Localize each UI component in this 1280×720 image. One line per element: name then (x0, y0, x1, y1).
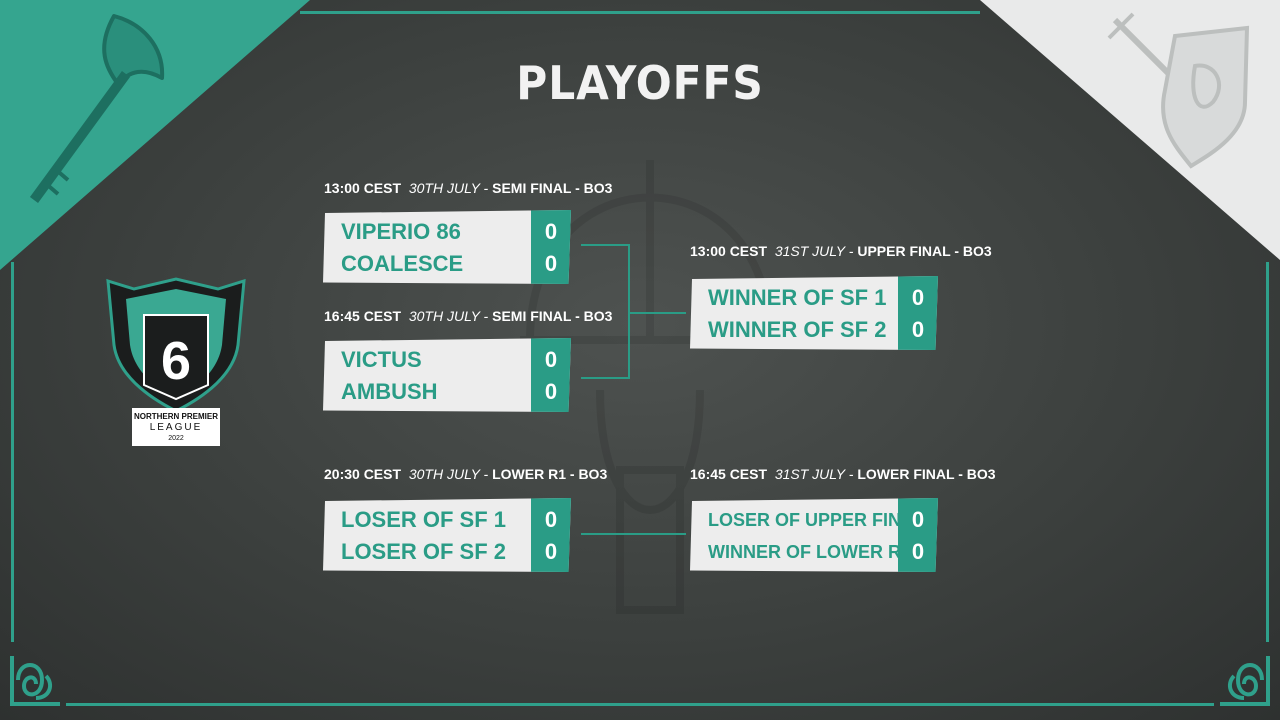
match-date: 31ST JULY (774, 466, 845, 482)
team-2-score: 0 (911, 539, 925, 564)
match-4-label: 20:30 CEST 30TH JULY - LOWER R1 - BO3 (324, 466, 608, 482)
league-name-line2: LEAGUE (149, 422, 203, 433)
match-5-label: 16:45 CEST 31ST JULY - LOWER FINAL - BO3 (690, 466, 996, 482)
match-stage: LOWER FINAL - BO3 (857, 466, 996, 482)
league-glyph: 6 (161, 331, 191, 391)
match-time: 20:30 CEST (324, 466, 402, 482)
league-shield-icon: 6 (106, 277, 246, 413)
team-2-score: 0 (544, 539, 558, 564)
team-1-name: VIPERIO 86 (341, 219, 461, 244)
bracket-line (581, 533, 686, 535)
axe-icon (29, 14, 165, 203)
frame-bottom-line (66, 703, 1214, 706)
bracket-line (581, 244, 629, 246)
match-stage: UPPER FINAL - BO3 (857, 243, 992, 259)
team-1-score: 0 (911, 285, 925, 310)
match-5-card[interactable]: LOSER OF UPPER FINAL WINNER OF LOWER R1 … (690, 498, 938, 572)
team-1-score: 0 (911, 507, 925, 532)
score-box: 0 0 (898, 276, 938, 350)
league-name-box: NORTHERN PREMIER LEAGUE 2022 (132, 408, 220, 446)
frame-top-line (300, 11, 980, 14)
score-box: 0 0 (898, 498, 938, 572)
match-stage: LOWER R1 - BO3 (492, 466, 608, 482)
page-title: PLAYOFFS (516, 56, 764, 110)
match-stage: SEMI FINAL - BO3 (492, 180, 613, 196)
league-logo: 6 NORTHERN PREMIER LEAGUE 2022 (104, 275, 248, 450)
team-2-name: LOSER OF SF 2 (341, 539, 507, 564)
match-1-label: 13:00 CEST 30TH JULY - SEMI FINAL - BO3 (324, 180, 613, 196)
match-4-card[interactable]: LOSER OF SF 1 LOSER OF SF 2 0 0 (323, 498, 571, 572)
match-date: 30TH JULY (408, 180, 480, 196)
team-2-name: AMBUSH (341, 379, 438, 404)
frame-left-line (11, 262, 14, 642)
match-time: 13:00 CEST (324, 180, 402, 196)
match-date: 31ST JULY (774, 243, 845, 259)
bracket-line (628, 244, 630, 379)
celtic-knot-bottom-right-icon (1220, 656, 1270, 706)
league-name-line1: NORTHERN PREMIER (133, 412, 218, 421)
team-1-name: VICTUS (341, 347, 422, 372)
match-1-card[interactable]: VIPERIO 86 COALESCE 0 0 (323, 210, 571, 284)
team-1-name: WINNER OF SF 1 (708, 285, 887, 310)
match-time: 16:45 CEST (324, 308, 402, 324)
team-2-score: 0 (911, 317, 925, 342)
match-time: 13:00 CEST (690, 243, 768, 259)
league-year: 2022 (168, 435, 184, 442)
match-date: 30TH JULY (408, 308, 480, 324)
celtic-knot-bottom-left-icon (10, 656, 60, 706)
match-stage: SEMI FINAL - BO3 (492, 308, 613, 324)
match-3-card[interactable]: WINNER OF SF 1 WINNER OF SF 2 0 0 (690, 276, 938, 350)
team-1-name: LOSER OF UPPER FINAL (708, 510, 926, 530)
team-1-score: 0 (544, 507, 558, 532)
team-2-name: WINNER OF SF 2 (708, 317, 887, 342)
bracket-line (581, 377, 629, 379)
match-date: 30TH JULY (408, 466, 480, 482)
score-box: 0 0 (531, 338, 571, 412)
sword-shield-icon (1107, 12, 1250, 169)
team-1-score: 0 (544, 347, 558, 372)
score-box: 0 0 (531, 498, 571, 572)
match-time: 16:45 CEST (690, 466, 768, 482)
team-1-score: 0 (544, 219, 558, 244)
match-3-label: 13:00 CEST 31ST JULY - UPPER FINAL - BO3 (690, 243, 992, 259)
match-2-card[interactable]: VICTUS AMBUSH 0 0 (323, 338, 571, 412)
team-2-name: WINNER OF LOWER R1 (708, 542, 911, 562)
team-2-name: COALESCE (341, 251, 464, 276)
match-2-label: 16:45 CEST 30TH JULY - SEMI FINAL - BO3 (324, 308, 613, 324)
bracket-line (628, 312, 686, 314)
frame-right-line (1266, 262, 1269, 642)
score-box: 0 0 (531, 210, 571, 284)
team-2-score: 0 (544, 379, 558, 404)
team-1-name: LOSER OF SF 1 (341, 507, 507, 532)
team-2-score: 0 (544, 251, 558, 276)
helmet-watermark-icon (520, 160, 780, 614)
